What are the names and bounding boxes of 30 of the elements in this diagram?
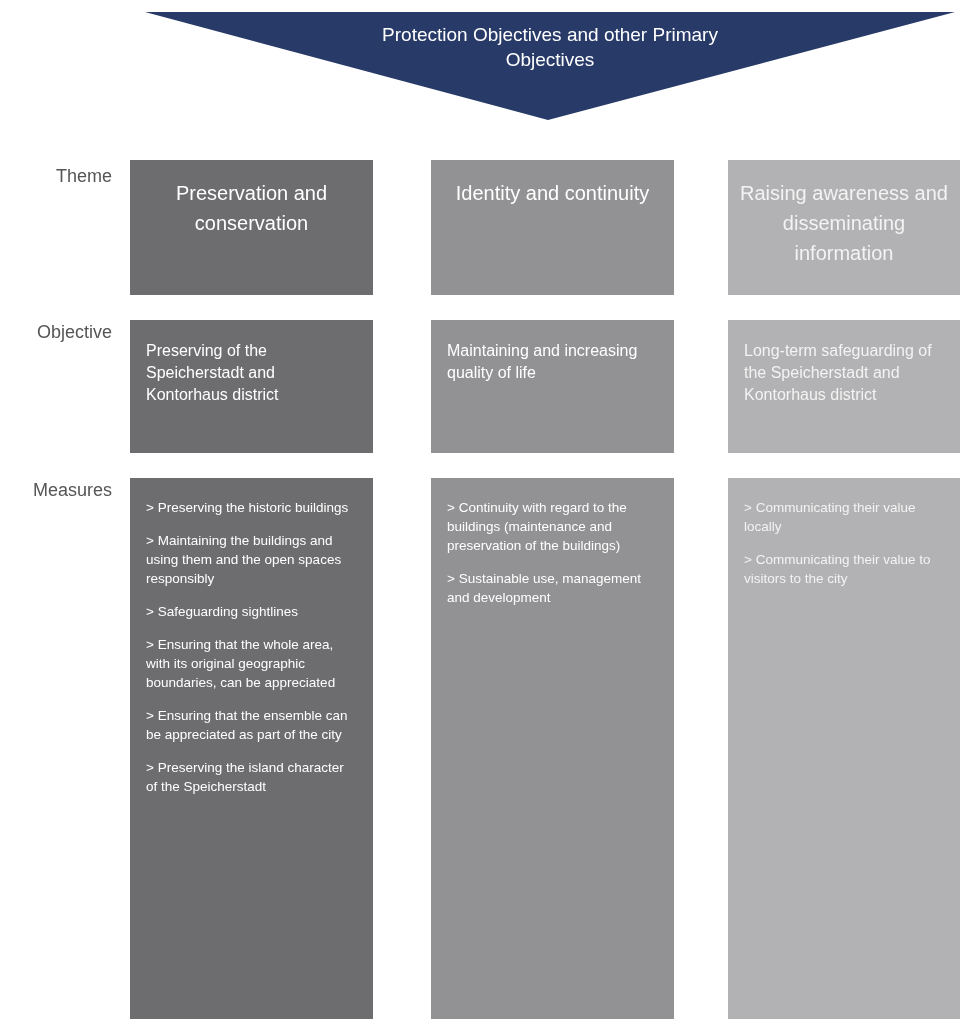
- measure-item: > Communicating their value locally: [744, 499, 917, 536]
- theme-title: Preservation and conservation: [174, 181, 329, 236]
- measure-item: > Preserving the island character of the Speicherstadt: [146, 759, 345, 796]
- theme-box: [431, 160, 674, 295]
- measure-item: > Ensuring that the whole area, with its original geographic boundaries, can be appreciated: [146, 636, 337, 692]
- measures-box: [728, 478, 960, 1019]
- measure-item: > Ensuring that the ensemble can be appreciated as part of the city: [146, 707, 349, 744]
- objective-text: Long-term safeguarding of the Speicherstadt and Kontorhaus district: [744, 341, 933, 405]
- measure-item: > Communicating their value to visitors to the city: [744, 551, 932, 588]
- objective-box: [130, 320, 373, 453]
- measures-box: [130, 478, 373, 1019]
- objective-box: [728, 320, 960, 453]
- theme-title: Raising awareness and disseminating information: [739, 181, 949, 266]
- banner-heading: Protection Objectives and other Primary Objectives: [381, 23, 719, 72]
- theme-title: Identity and continuity: [454, 181, 651, 206]
- objective-box: [431, 320, 674, 453]
- theme-box: [728, 160, 960, 295]
- measures-box: [431, 478, 674, 1019]
- measure-item: > Continuity with regard to the buildings (maintenance and preservation of the buildings): [447, 499, 628, 555]
- objective-text: Maintaining and increasing quality of life: [447, 341, 639, 383]
- measure-item: > Sustainable use, management and development: [447, 570, 642, 607]
- row-label: Measures: [31, 480, 112, 501]
- measure-item: > Safeguarding sightlines: [146, 603, 299, 621]
- measure-item: > Preserving the historic buildings: [146, 499, 350, 517]
- row-label: Theme: [54, 166, 112, 187]
- objective-text: Preserving of the Speicherstadt and Kontorhaus district: [146, 341, 280, 405]
- row-label: Objective: [35, 322, 112, 343]
- measure-item: > Maintaining the buildings and using them and the open spaces responsibly: [146, 532, 343, 588]
- theme-box: [130, 160, 373, 295]
- chevron-banner: [145, 12, 955, 120]
